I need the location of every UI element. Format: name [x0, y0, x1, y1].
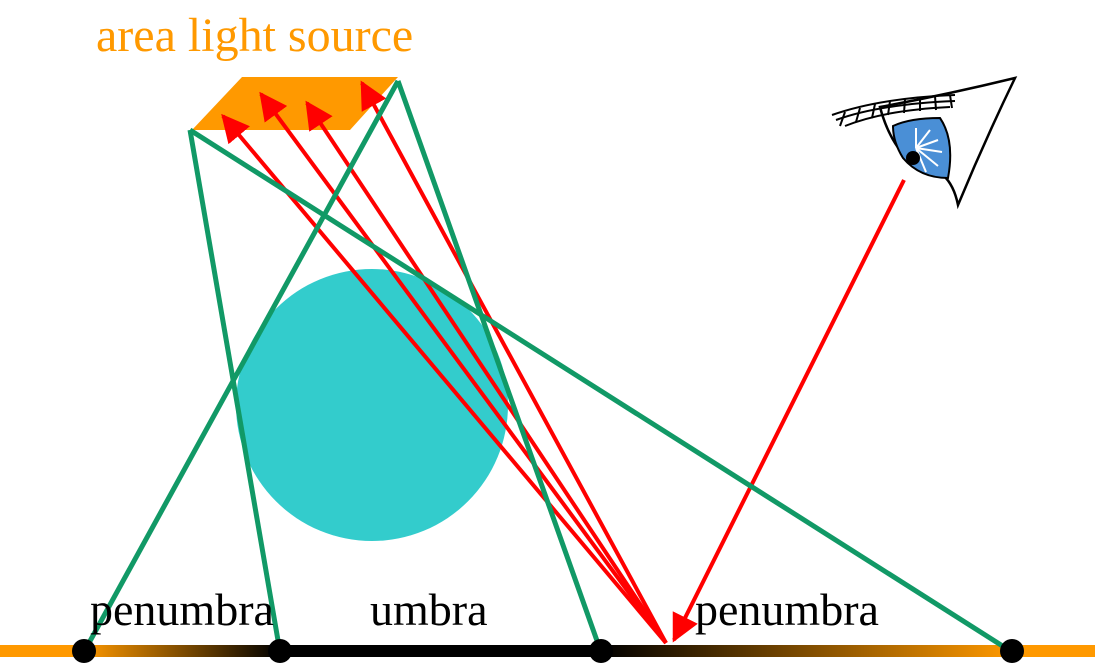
penumbra-label-right: penumbra — [695, 583, 879, 636]
ground-point-4 — [1000, 639, 1024, 663]
diagram-title: area light source — [96, 8, 413, 63]
penumbra-label-left: penumbra — [90, 583, 274, 636]
shadow-boundary-lines — [84, 81, 1012, 652]
eye-icon — [832, 78, 1015, 205]
umbra-label: umbra — [370, 583, 488, 636]
ground-surface — [0, 645, 1095, 657]
area-light-source — [192, 77, 398, 130]
ground-point-3 — [589, 639, 613, 663]
ground-point-1 — [72, 639, 96, 663]
ground-point-2 — [268, 639, 292, 663]
view-ray — [674, 180, 904, 640]
